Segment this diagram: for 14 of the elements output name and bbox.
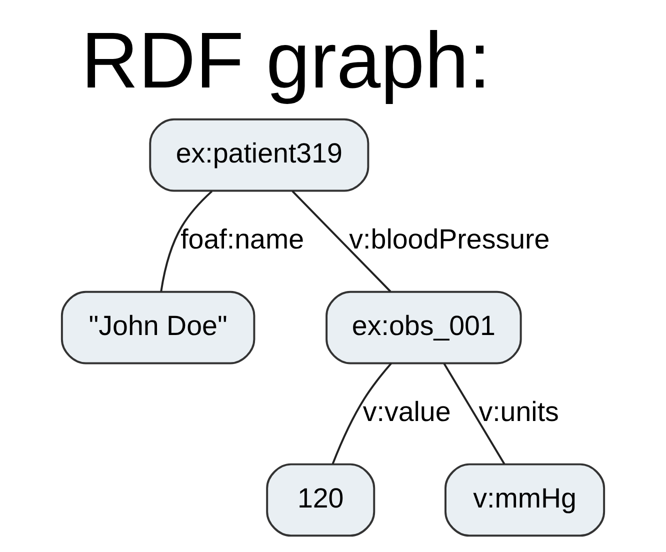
edge-label: v:value (362, 396, 451, 428)
connector (292, 190, 392, 292)
edge-label: foaf:name (180, 224, 304, 255)
edge-label: v:units (478, 396, 559, 428)
node-box: v:mmHg (444, 463, 606, 537)
diagram-title: RDF graph: (81, 16, 491, 105)
connector (443, 363, 506, 464)
node-box: "John Doe" (60, 290, 256, 364)
node-box: ex:patient319 (149, 118, 370, 192)
node-box: ex:obs_001 (326, 290, 522, 364)
connector (332, 362, 392, 464)
connector (160, 190, 213, 292)
edge-label: v:bloodPressure (349, 224, 550, 255)
node-box: 120 (266, 463, 376, 537)
